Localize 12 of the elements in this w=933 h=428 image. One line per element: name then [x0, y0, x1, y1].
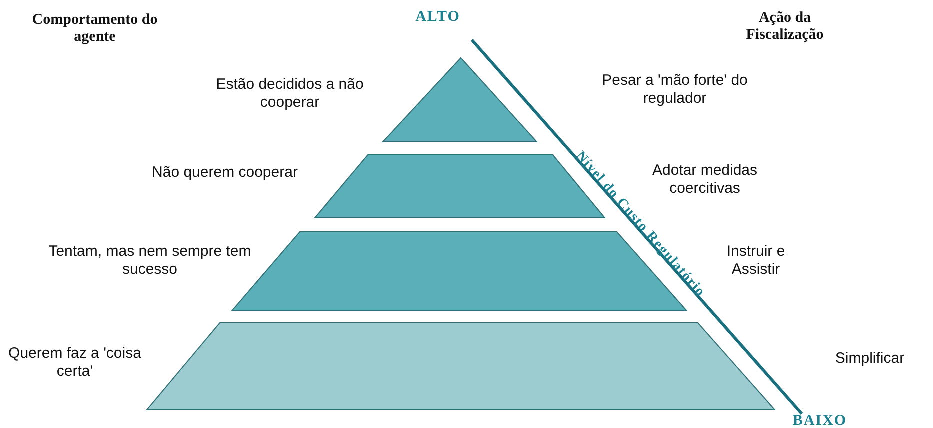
row-label: Querem faz a 'coisa certa': [8, 345, 142, 381]
axis-label: ALTO: [414, 8, 462, 26]
row-label: Estão decididos a não cooperar: [215, 76, 365, 112]
row-label: Instruir e Assistir: [726, 243, 786, 279]
heading: Comportamento do agente: [31, 12, 159, 46]
row-label: Não querem cooperar: [151, 164, 299, 182]
row-label: Tentam, mas nem sempre tem sucesso: [48, 243, 252, 279]
axis-label: BAIXO: [792, 412, 848, 428]
row-label: Pesar a 'mão forte' do regulador: [601, 72, 749, 108]
row-label: Simplificar: [834, 350, 906, 368]
heading: Ação da Fiscalização: [745, 10, 825, 44]
row-label: Adotar medidas coercitivas: [651, 162, 759, 198]
